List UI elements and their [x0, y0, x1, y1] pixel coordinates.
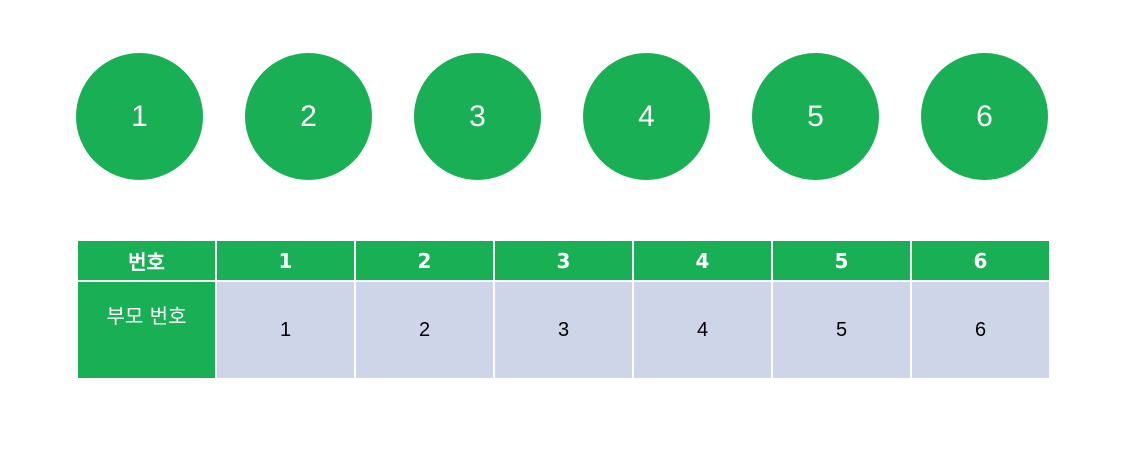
node-circle: 4 — [583, 53, 710, 180]
parent-value-cell: 5 — [771, 280, 912, 380]
node-circle: 6 — [921, 53, 1048, 180]
node-circle: 2 — [245, 53, 372, 180]
node-row: 1 2 3 4 5 6 — [0, 0, 1131, 200]
node-circle: 5 — [752, 53, 879, 180]
table-header-row: 번호 1 2 3 4 5 6 — [76, 239, 1051, 282]
parent-value-cell: 4 — [632, 280, 773, 380]
header-number-cell: 3 — [493, 239, 634, 282]
row-label-cell: 부모 번호 — [76, 280, 217, 380]
header-number-cell: 2 — [354, 239, 495, 282]
header-number-cell: 5 — [771, 239, 912, 282]
parent-value-cell: 1 — [215, 280, 356, 380]
node-circle: 1 — [76, 53, 203, 180]
header-number-cell: 4 — [632, 239, 773, 282]
parent-array-table: 번호 1 2 3 4 5 6 부모 번호 1 2 3 4 5 6 — [76, 239, 1051, 380]
header-number-cell: 1 — [215, 239, 356, 282]
parent-value-cell: 3 — [493, 280, 634, 380]
header-number-cell: 6 — [910, 239, 1051, 282]
parent-value-cell: 2 — [354, 280, 495, 380]
table-value-row: 부모 번호 1 2 3 4 5 6 — [76, 280, 1051, 380]
parent-value-cell: 6 — [910, 280, 1051, 380]
header-label-cell: 번호 — [76, 239, 217, 282]
node-circle: 3 — [414, 53, 541, 180]
